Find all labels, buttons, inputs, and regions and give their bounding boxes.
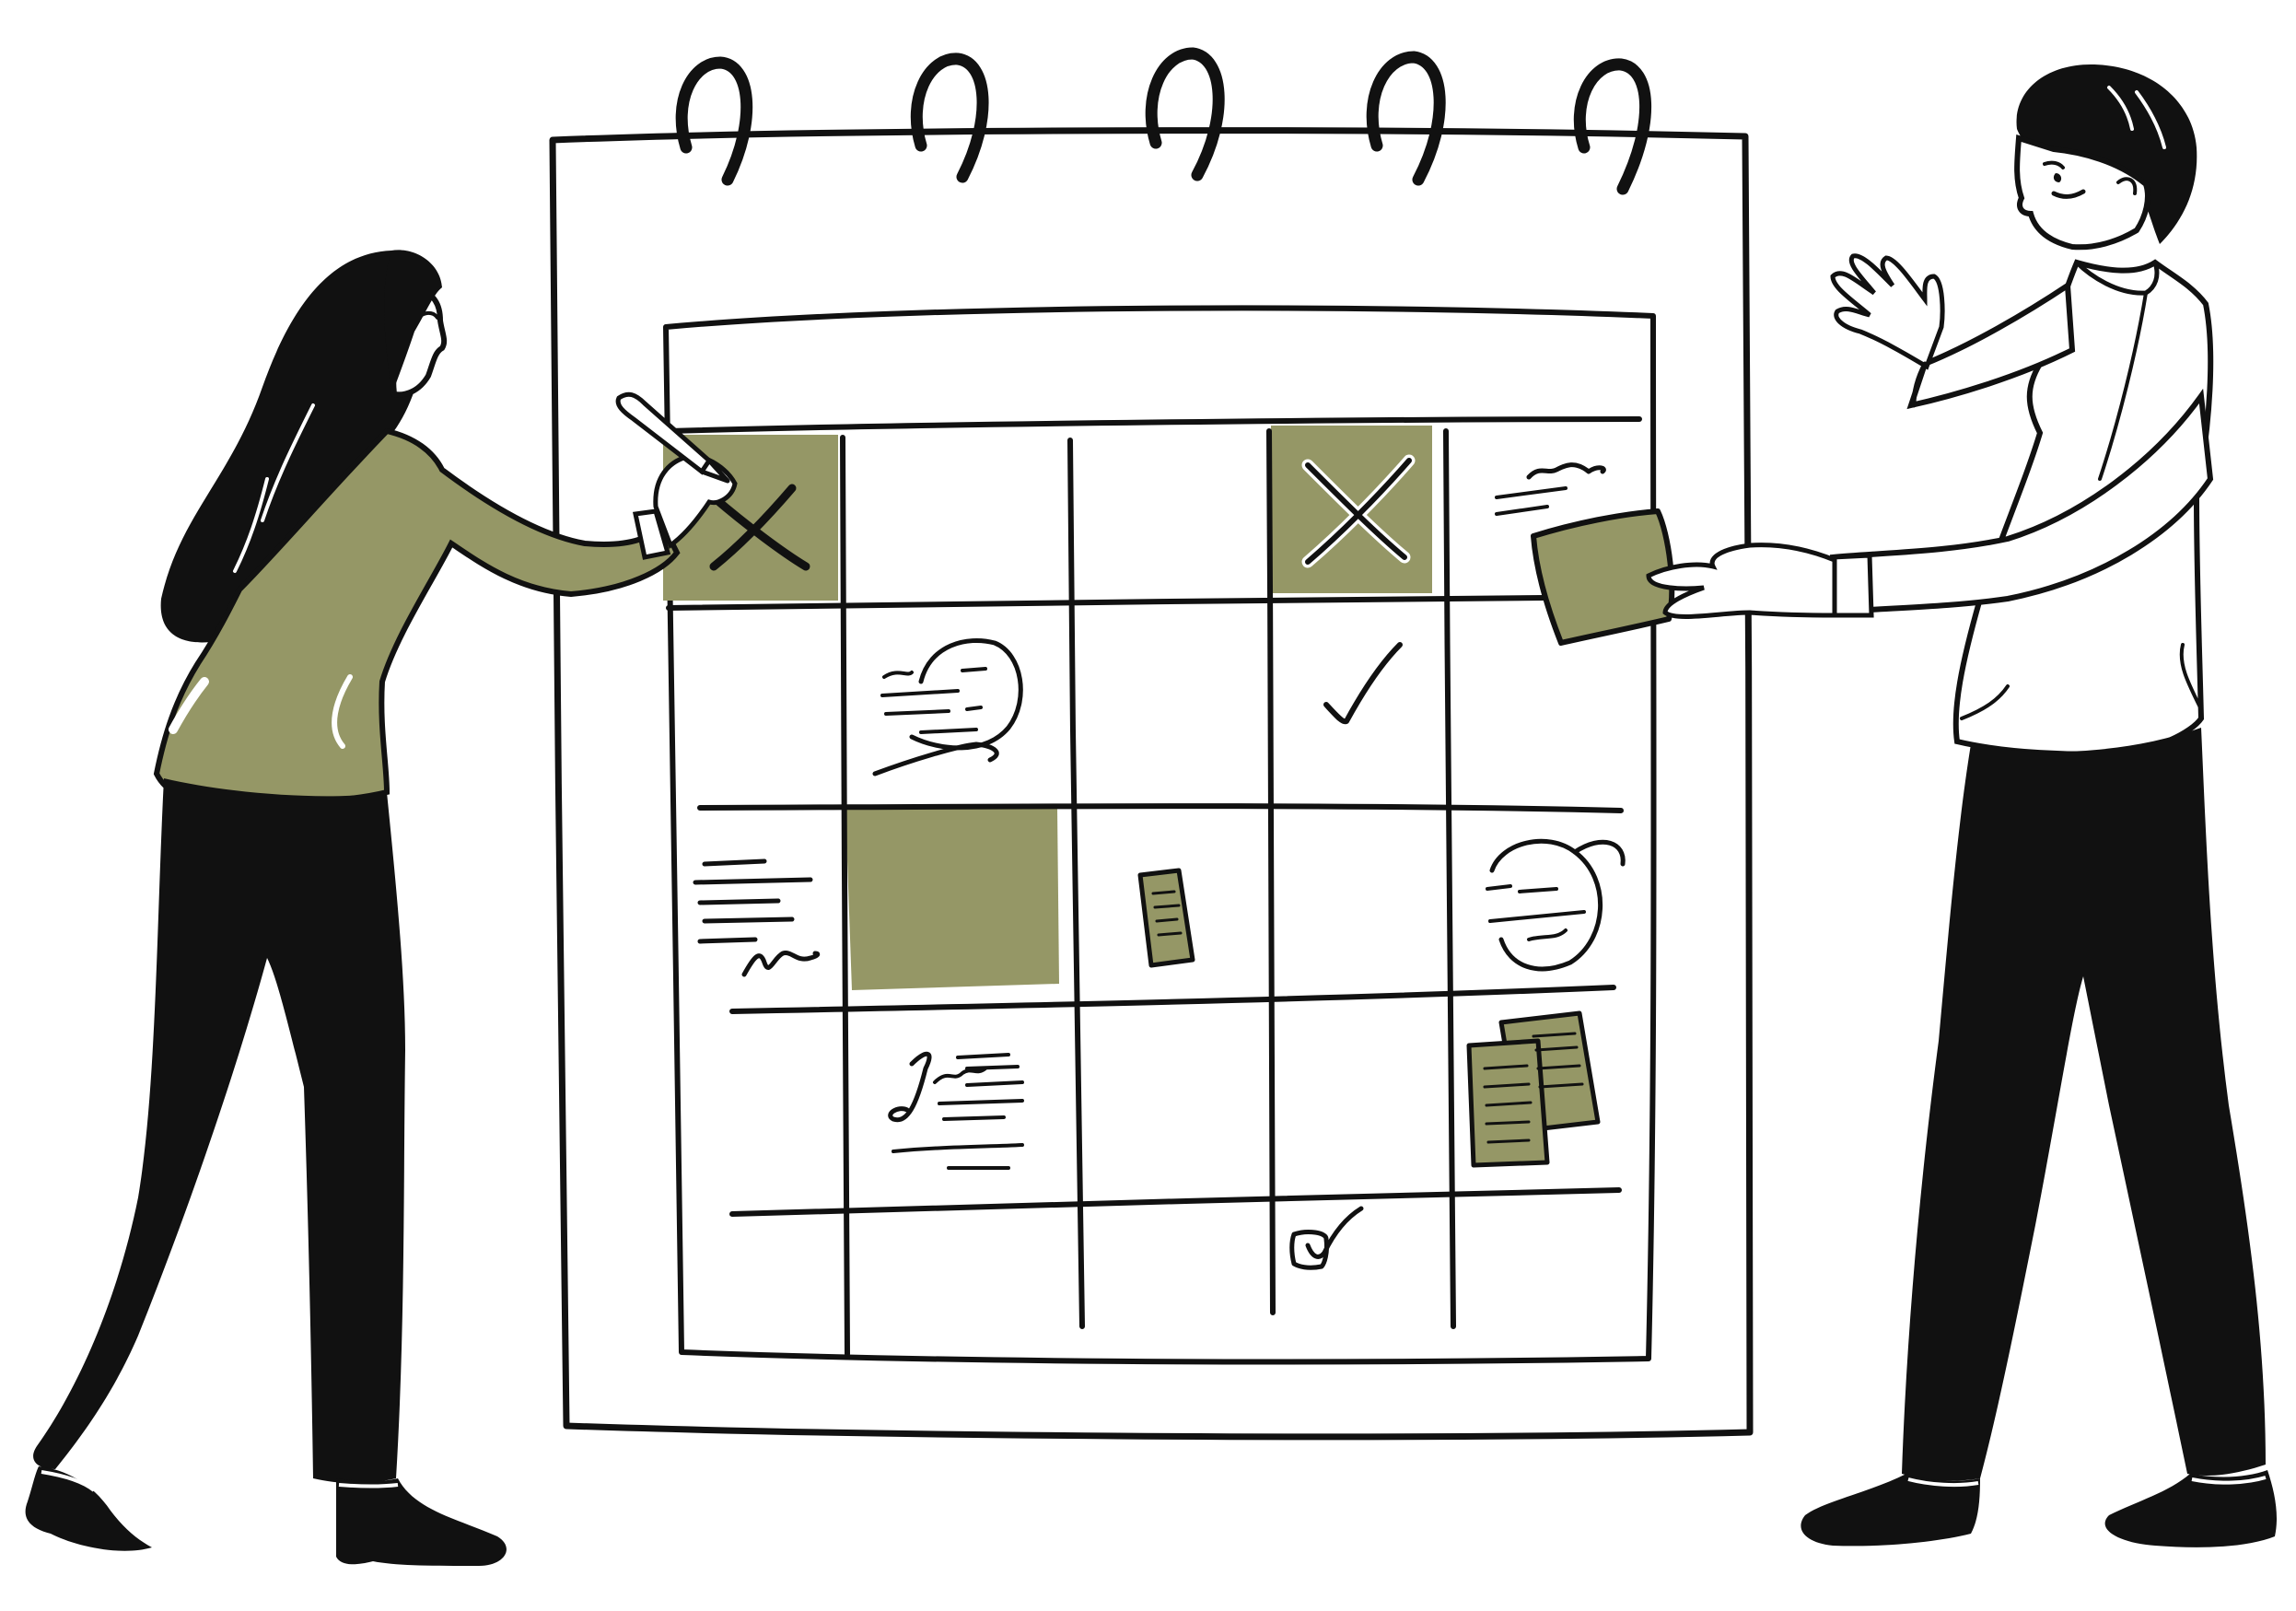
sticky-note-in-hand (1531, 508, 1675, 646)
man-arm-raised (1906, 280, 2076, 410)
signature-note-icon (888, 1051, 1024, 1170)
sticky-notes-icon (1466, 1010, 1601, 1168)
circled-note-icon (1486, 838, 1626, 972)
woman-jacket (153, 427, 681, 807)
woman-shoe-left (25, 1466, 152, 1551)
woman-cuff (632, 508, 671, 560)
woman-figure (25, 250, 738, 1566)
man-trousers (1902, 728, 2266, 1481)
scribble-note-icon (693, 858, 821, 977)
x-mark-icon (1301, 454, 1416, 568)
x-mark-icon (709, 484, 810, 571)
binding-rings (675, 47, 1651, 195)
wall-calendar (549, 47, 1754, 1441)
man-hand-raised (1830, 253, 1945, 370)
woman-bangs (384, 250, 442, 396)
man-hand-lower (1646, 543, 1837, 619)
man-figure (1531, 64, 2278, 1547)
man-cuff (1830, 553, 1874, 618)
woman-trousers (33, 778, 405, 1484)
calendar-header-line (666, 416, 1642, 434)
sticky-note-icon (1137, 868, 1195, 968)
man-shoe-left (1801, 1474, 1980, 1547)
highlight-cell-r3c2 (845, 809, 1059, 990)
woman-shoe-right (336, 1478, 507, 1566)
highlighted-cells (663, 426, 1432, 990)
checkbox-icon (1289, 1206, 1364, 1270)
checkmark-icon (1323, 642, 1403, 725)
calendar-inner-frame (663, 305, 1657, 1365)
circled-note-icon (872, 637, 1023, 776)
man-hair (2016, 64, 2197, 244)
calendar-board (549, 127, 1754, 1441)
pen-icon (615, 391, 713, 475)
man-shoe-right (2104, 1470, 2278, 1547)
calendar-grid (666, 428, 1642, 1357)
scribble-note-icon (1495, 462, 1606, 516)
